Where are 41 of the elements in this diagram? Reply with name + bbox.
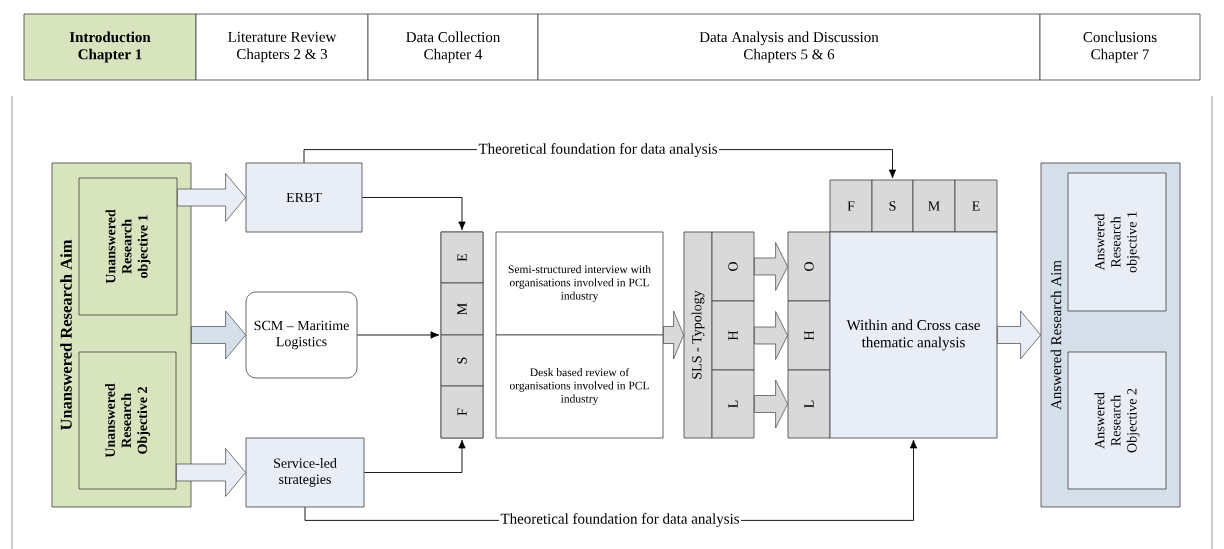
header-cell: Conclusions Chapter 7 [1039,13,1201,81]
objective-box: Unanswered Research objective 1 [78,177,178,316]
letter-cell: M [440,282,484,336]
letter-cell: F [829,179,873,233]
letter-cell: H [787,300,831,371]
method-box: Desk based review of organisations involved in PCL industry [495,334,664,439]
letter-cell: S [871,179,914,233]
letter-cell: M [912,179,956,233]
letter-cell: L [787,369,831,439]
analysis-box: Within and Cross case thematic analysis [829,231,998,439]
block-arrow [754,311,788,360]
letter-cell: H [711,300,755,371]
method-box: Semi-structured interview with organisations involved in PCL industry [495,231,664,336]
rounded-box: SCM – Maritime Logistics [245,291,358,379]
letter-cell: O [787,231,831,302]
objective-box: Unanswered Research Objective 2 [78,351,177,490]
block-arrow [754,242,788,291]
letter-cell: S [440,334,484,387]
block-arrow [191,310,246,360]
letter-cell: L [711,369,755,439]
block-arrow [663,310,684,360]
edge-label: Theoretical foundation for data analysis [498,511,742,529]
letter-cell: E [954,179,998,233]
block-arrow [754,379,788,429]
block-arrow [177,173,246,222]
process-box: Service-led strategies [245,437,365,508]
letter-cell: F [440,385,484,439]
block-arrow [176,448,246,497]
header-cell: Literature Review Chapters 2 & 3 [195,13,369,81]
header-cell: Data Collection Chapter 4 [367,13,539,81]
letter-cell: O [711,231,755,302]
arrow [363,439,466,473]
arrow [361,197,466,231]
letter-cell: E [440,231,484,284]
header-cell: Introduction Chapter 1 [23,13,197,81]
edge-label: Theoretical foundation for data analysis [476,141,720,159]
objective-box: Answered Research Objective 2 [1067,351,1167,490]
arrow [356,331,440,339]
process-box: ERBT [245,162,363,233]
objective-box: Answered Research objective 1 [1067,172,1167,312]
block-arrow [997,310,1041,360]
